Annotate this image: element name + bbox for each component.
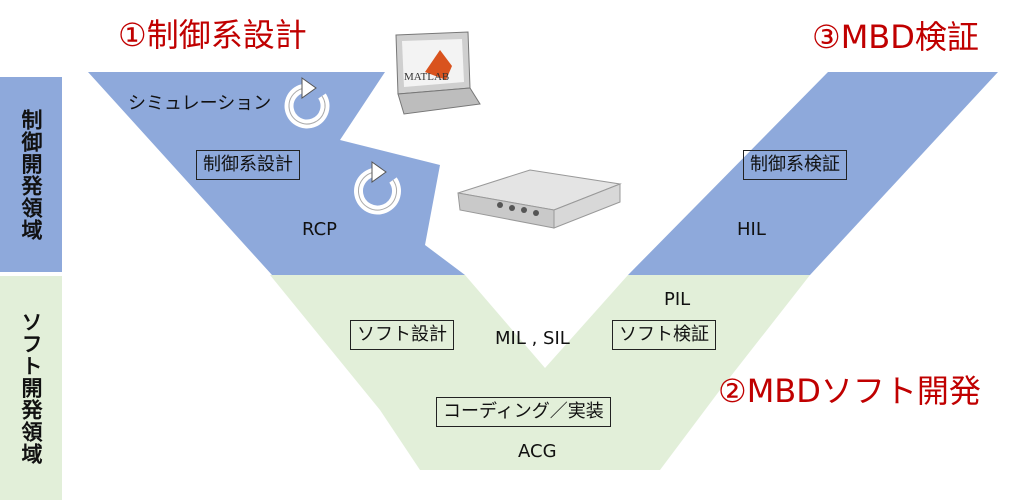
software-region-inner [465, 275, 628, 368]
control-region-right [628, 72, 998, 275]
coding-box: コーディング／実装 [436, 397, 611, 427]
software-domain-label: ソフト開発領域 [19, 311, 43, 465]
acg-label: ACG [518, 441, 557, 462]
hil-label: HIL [737, 219, 766, 240]
software-domain-band: ソフト開発領域 [0, 276, 62, 500]
matlab-laptop-image: MATLAB [395, 31, 481, 115]
control-domain-label: 制御開発領域 [19, 108, 43, 241]
pil-label: PIL [664, 289, 691, 310]
mbd-verification-title: ③MBD検証 [812, 18, 979, 56]
soft-verify-box: ソフト検証 [612, 320, 716, 350]
control-verify-box: 制御系検証 [743, 150, 847, 180]
simulation-label: シミュレーション [128, 93, 272, 114]
control-design-box: 制御系設計 [196, 150, 300, 180]
software-region [270, 275, 810, 470]
rcp-label: RCP [302, 219, 338, 240]
simulation-cycle-icon [284, 77, 330, 129]
rcp-hardware-image [457, 169, 622, 229]
mil-sil-label: MIL , SIL [495, 328, 570, 349]
control-design-title: ①制御系設計 [118, 16, 307, 54]
control-region-left [88, 72, 465, 275]
matlab-logo-text: MATLAB [404, 71, 449, 83]
control-domain-band: 制御開発領域 [0, 77, 62, 272]
soft-design-box: ソフト設計 [350, 320, 454, 350]
rcp-cycle-icon [354, 161, 401, 215]
mbd-software-title: ②MBDソフト開発 [718, 372, 981, 410]
